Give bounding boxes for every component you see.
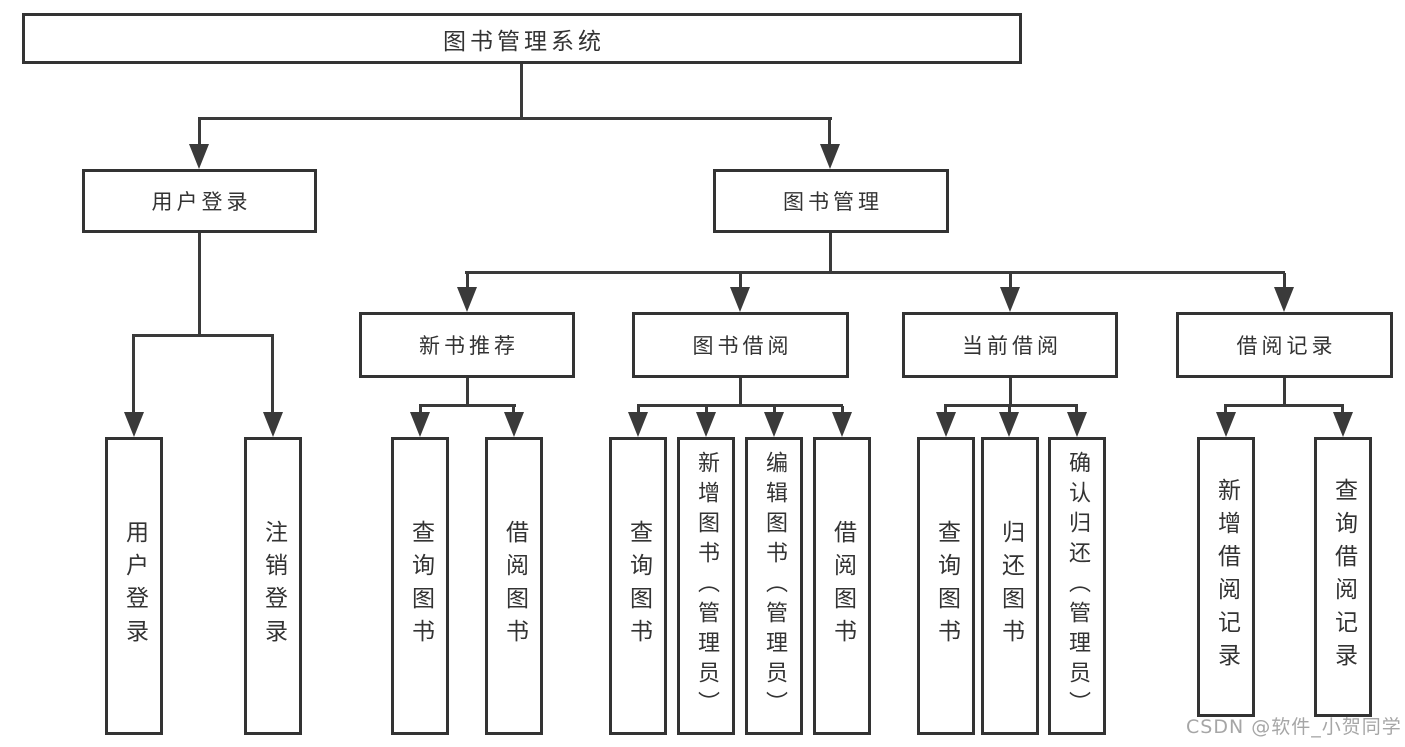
connector-line — [198, 233, 201, 337]
arrowhead — [410, 412, 430, 437]
leaf-label: 注销登录 — [260, 520, 287, 652]
leaf-label: 查询图书 — [625, 520, 652, 652]
connector-line — [1075, 406, 1078, 414]
leaf-label: 查询图书 — [933, 520, 960, 652]
arrowhead — [820, 144, 840, 169]
node-root-label: 图书管理系统 — [443, 28, 605, 55]
arrowhead — [730, 287, 750, 312]
connector-line — [828, 118, 831, 148]
connector-line — [1283, 273, 1286, 291]
leaf-label: 用户登录 — [121, 520, 148, 652]
leaf-label: 归还图书 — [997, 520, 1024, 652]
connector-line — [466, 273, 469, 291]
connector-line — [466, 378, 469, 406]
node-current-borrow-label: 当前借阅 — [962, 334, 1062, 358]
arrowhead — [936, 412, 956, 437]
node-book-borrow: 图书借阅 — [632, 312, 849, 378]
leaf-borrow-books: 借阅图书 — [813, 437, 871, 735]
leaf-add-borrow-record: 新增借阅记录 — [1197, 437, 1255, 717]
arrowhead — [1274, 287, 1294, 312]
connector-line — [1341, 406, 1344, 414]
arrowhead — [1216, 412, 1236, 437]
node-new-book-recommend: 新书推荐 — [359, 312, 575, 378]
leaf-label: 借阅图书 — [501, 520, 528, 652]
leaf-label: 查询借阅记录 — [1330, 478, 1357, 676]
connector-line — [829, 233, 832, 273]
connector-line — [465, 271, 1285, 274]
node-book-borrow-label: 图书借阅 — [692, 334, 793, 358]
leaf-logout: 注销登录 — [244, 437, 302, 735]
leaf-edit-books-admin: 编辑图书（管理员） — [745, 437, 803, 735]
connector-line — [1224, 404, 1344, 407]
arrowhead — [696, 412, 716, 437]
connector-line — [705, 406, 708, 414]
connector-line — [1224, 406, 1227, 414]
node-book-management-label: 图书管理 — [783, 190, 883, 214]
connector-line — [419, 406, 422, 414]
connector-line — [739, 378, 742, 406]
leaf-label: 确认归还（管理员） — [1065, 451, 1090, 721]
arrowhead — [1067, 412, 1087, 437]
arrowhead — [504, 412, 524, 437]
leaf-query-borrow-record: 查询借阅记录 — [1314, 437, 1372, 717]
leaf-borrow-books: 借阅图书 — [485, 437, 543, 735]
connector-line — [198, 117, 832, 120]
connector-line — [419, 404, 516, 407]
connector-line — [1009, 273, 1012, 291]
leaf-query-books: 查询图书 — [391, 437, 449, 735]
connector-line — [944, 406, 947, 414]
arrowhead — [832, 412, 852, 437]
connector-line — [132, 334, 274, 337]
node-book-management: 图书管理 — [713, 169, 949, 233]
connector-line — [773, 406, 776, 414]
connector-line — [520, 64, 523, 118]
arrowhead — [263, 412, 283, 437]
leaf-label: 新增借阅记录 — [1213, 478, 1240, 676]
node-root: 图书管理系统 — [22, 13, 1022, 64]
arrowhead — [1333, 412, 1353, 437]
connector-line — [198, 118, 201, 148]
arrowhead — [189, 144, 209, 169]
node-new-book-recommend-label: 新书推荐 — [419, 334, 519, 358]
leaf-label: 借阅图书 — [829, 520, 856, 652]
connector-line — [512, 406, 515, 414]
connector-line — [637, 404, 843, 407]
connector-line — [132, 336, 135, 414]
leaf-label: 新增图书（管理员） — [694, 451, 719, 721]
leaf-label: 查询图书 — [407, 520, 434, 652]
leaf-confirm-return-admin: 确认归还（管理员） — [1048, 437, 1106, 735]
connector-line — [1008, 406, 1011, 414]
leaf-query-books: 查询图书 — [609, 437, 667, 735]
arrowhead — [457, 287, 477, 312]
connector-line — [271, 336, 274, 414]
node-user-login: 用户登录 — [82, 169, 317, 233]
node-current-borrow: 当前借阅 — [902, 312, 1118, 378]
connector-line — [637, 406, 640, 414]
leaf-user-login: 用户登录 — [105, 437, 163, 735]
node-borrow-records: 借阅记录 — [1176, 312, 1393, 378]
connector-line — [1009, 378, 1012, 406]
leaf-add-books-admin: 新增图书（管理员） — [677, 437, 735, 735]
connector-line — [739, 273, 742, 291]
leaf-return-books: 归还图书 — [981, 437, 1039, 735]
arrowhead — [1000, 287, 1020, 312]
csdn-watermark: CSDN @软件_小贺同学 — [1186, 716, 1402, 738]
node-borrow-records-label: 借阅记录 — [1236, 334, 1337, 358]
arrowhead — [999, 412, 1019, 437]
arrowhead — [628, 412, 648, 437]
connector-line — [944, 404, 1078, 407]
node-user-login-label: 用户登录 — [151, 190, 252, 214]
arrowhead — [764, 412, 784, 437]
leaf-label: 编辑图书（管理员） — [762, 451, 787, 721]
connector-line — [841, 406, 844, 414]
leaf-query-books: 查询图书 — [917, 437, 975, 735]
arrowhead — [124, 412, 144, 437]
connector-line — [1283, 378, 1286, 406]
